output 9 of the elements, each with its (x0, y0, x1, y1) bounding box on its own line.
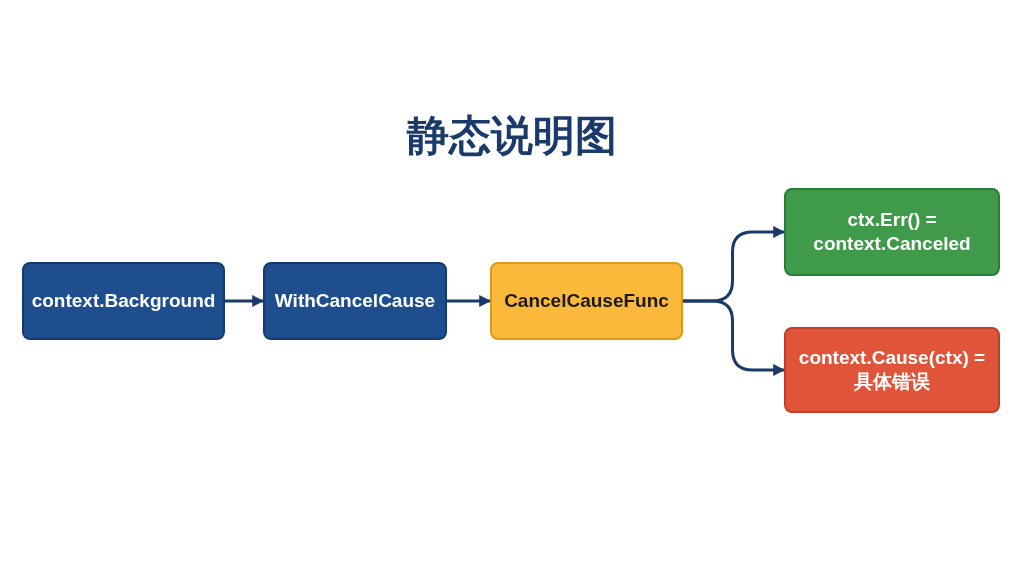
result-box: ctx.Err() = context.Canceled (784, 188, 1000, 276)
arrow (225, 295, 265, 307)
function-box: CancelCauseFunc (490, 262, 683, 340)
process-box: WithCancelCause (263, 262, 447, 340)
arrow (447, 295, 492, 307)
arrow (683, 299, 786, 376)
title: 静态说明图 (407, 110, 617, 162)
result-box: context.Cause(ctx) = 具体错误 (784, 327, 1000, 413)
process-box: context.Background (22, 262, 225, 340)
